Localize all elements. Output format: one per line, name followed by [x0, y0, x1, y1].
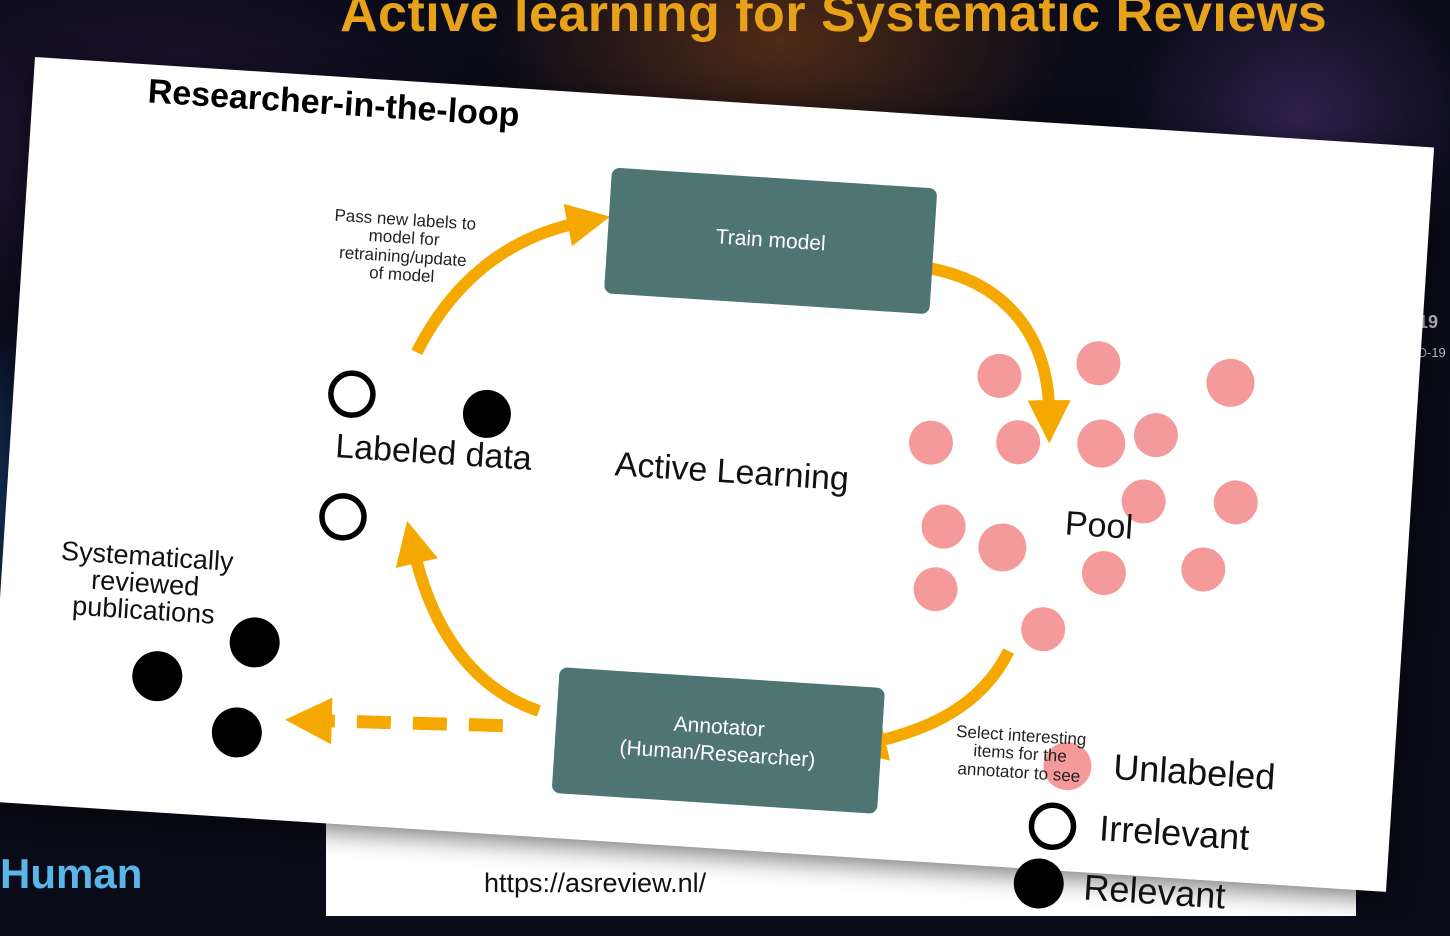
legend-irrelevant-dot [1028, 802, 1077, 851]
pool-unlabeled-dot [1081, 551, 1126, 596]
labeled-irrelevant-dot [319, 493, 367, 541]
slide: Researcher-in-the-loop Train model Annot… [0, 57, 1435, 917]
arrow-to-train-model [411, 203, 611, 355]
labeled-relevant-dot [462, 389, 511, 438]
select-items-note: Select interesting items for the annotat… [955, 721, 1087, 786]
legend-relevant-dot-holder [1013, 858, 1064, 909]
pool-unlabeled-dot [996, 420, 1041, 465]
pool-unlabeled-dot [977, 353, 1022, 398]
pool-unlabeled-dot [921, 504, 966, 549]
diagram-graphics [132, 203, 1258, 851]
labeled-irrelevant-dot [328, 370, 376, 418]
dashed-arrow-to-publications [285, 697, 504, 745]
arrow-to-labeled-data [395, 521, 541, 717]
pool-unlabeled-dot [913, 567, 958, 612]
legend-relevant-dot [1013, 858, 1064, 909]
pool-unlabeled-dot [1133, 413, 1178, 458]
pool-label: Pool [1063, 504, 1135, 547]
pool-unlabeled-dot [1206, 358, 1255, 407]
train-model-label: Train model [714, 225, 827, 256]
pool-unlabeled-dot [1181, 547, 1226, 592]
pool-unlabeled-dot [978, 523, 1027, 572]
pool-unlabeled-dot [1076, 341, 1121, 386]
pool-unlabeled-dot [1077, 419, 1126, 468]
background-title: Active learning for Systematic Reviews [340, 0, 1328, 43]
background-human-text: Human [0, 850, 143, 897]
publication-relevant-dot [132, 651, 183, 702]
legend-unlabeled-dot [1043, 742, 1092, 791]
pool-unlabeled-dot [1213, 480, 1258, 525]
publication-relevant-dot [229, 617, 280, 668]
pool-unlabeled-dot [908, 420, 953, 465]
background-fragment: ID-19 [1414, 345, 1446, 360]
arrow-to-pool [927, 262, 1071, 444]
pool-unlabeled-dot [1021, 607, 1066, 652]
arrow-to-annotator [843, 648, 1015, 761]
pass-labels-note: Pass new labels to model for retraining/… [333, 205, 477, 287]
pool-unlabeled-dot [1121, 479, 1166, 524]
train-model-box: Train model [603, 167, 938, 315]
systematically-reviewed-label: Systematically reviewed publications [60, 535, 235, 630]
source-url[interactable]: https://asreview.nl/ [484, 868, 707, 898]
annotator-box: Annotator (Human/Researcher) [551, 667, 886, 814]
publication-relevant-dot [211, 707, 262, 758]
